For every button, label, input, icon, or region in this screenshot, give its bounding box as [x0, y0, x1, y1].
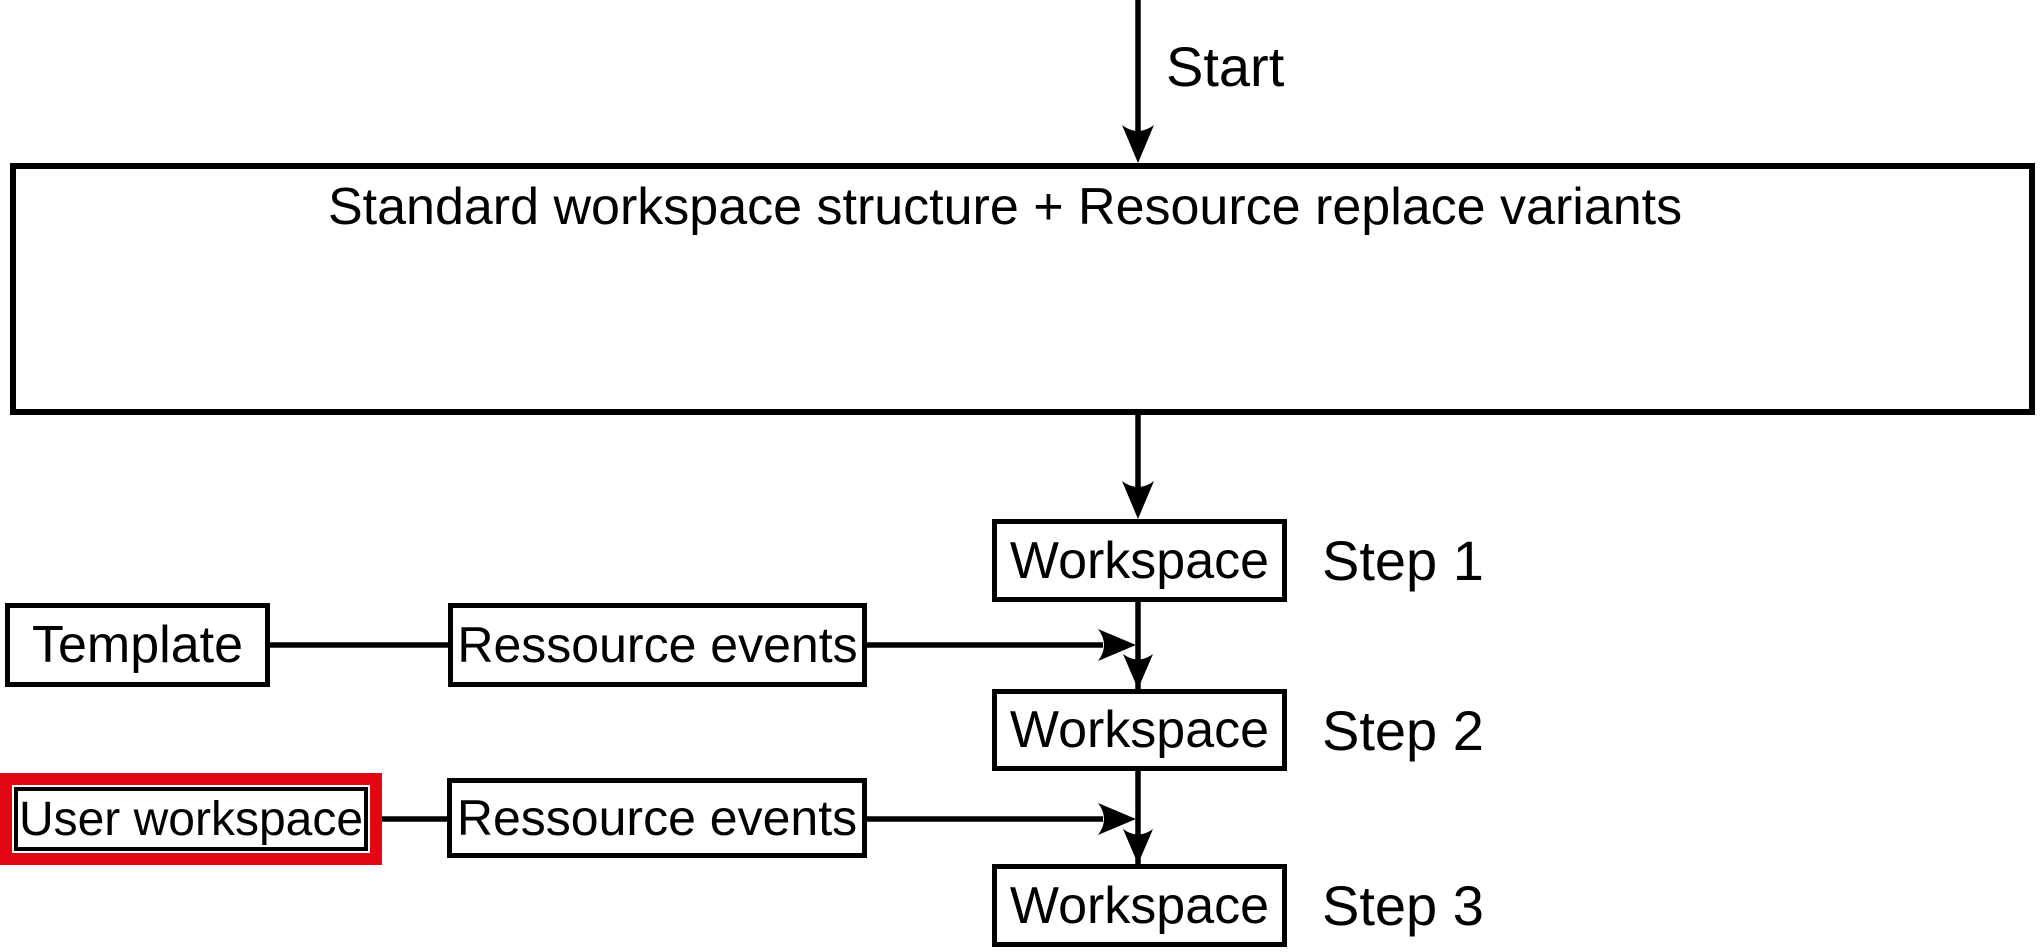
user-workspace-box-label: User workspace [18, 792, 364, 846]
resource-events-2-arrowhead [1098, 803, 1136, 835]
resource-events-box-1-label: Ressource events [457, 617, 858, 673]
step-3-label: Step 3 [1322, 874, 1484, 937]
workspace-box-step-3-label: Workspace [1009, 876, 1270, 935]
main-box-label: Standard workspace structure + Resource … [328, 178, 1683, 236]
workspace-box-step-3: Workspace [992, 864, 1287, 947]
step1-down-arrowhead [1122, 481, 1154, 519]
start-arrowhead [1122, 125, 1154, 163]
user-workspace-highlight-border: User workspace [0, 773, 382, 865]
step-1-label: Step 1 [1322, 529, 1484, 592]
workspace-box-step-1: Workspace [992, 519, 1287, 602]
resource-events-box-1: Ressource events [448, 603, 867, 687]
resource-events-box-2: Ressource events [447, 778, 867, 858]
start-label: Start [1166, 35, 1285, 98]
workspace-box-step-1-label: Workspace [1009, 531, 1270, 590]
workspace-box-step-2: Workspace [992, 689, 1287, 771]
step2-down-arrowhead [1123, 654, 1153, 689]
step3-down-arrowhead [1123, 829, 1153, 864]
resource-events-box-2-label: Ressource events [456, 790, 858, 846]
main-box: Standard workspace structure + Resource … [10, 163, 2035, 415]
template-box: Template [5, 603, 270, 687]
template-box-label: Template [32, 616, 243, 674]
resource-events-1-arrowhead [1098, 629, 1136, 661]
user-workspace-box: User workspace [14, 787, 368, 851]
workspace-box-step-2-label: Workspace [1009, 701, 1270, 759]
step-2-label: Step 2 [1322, 698, 1484, 762]
